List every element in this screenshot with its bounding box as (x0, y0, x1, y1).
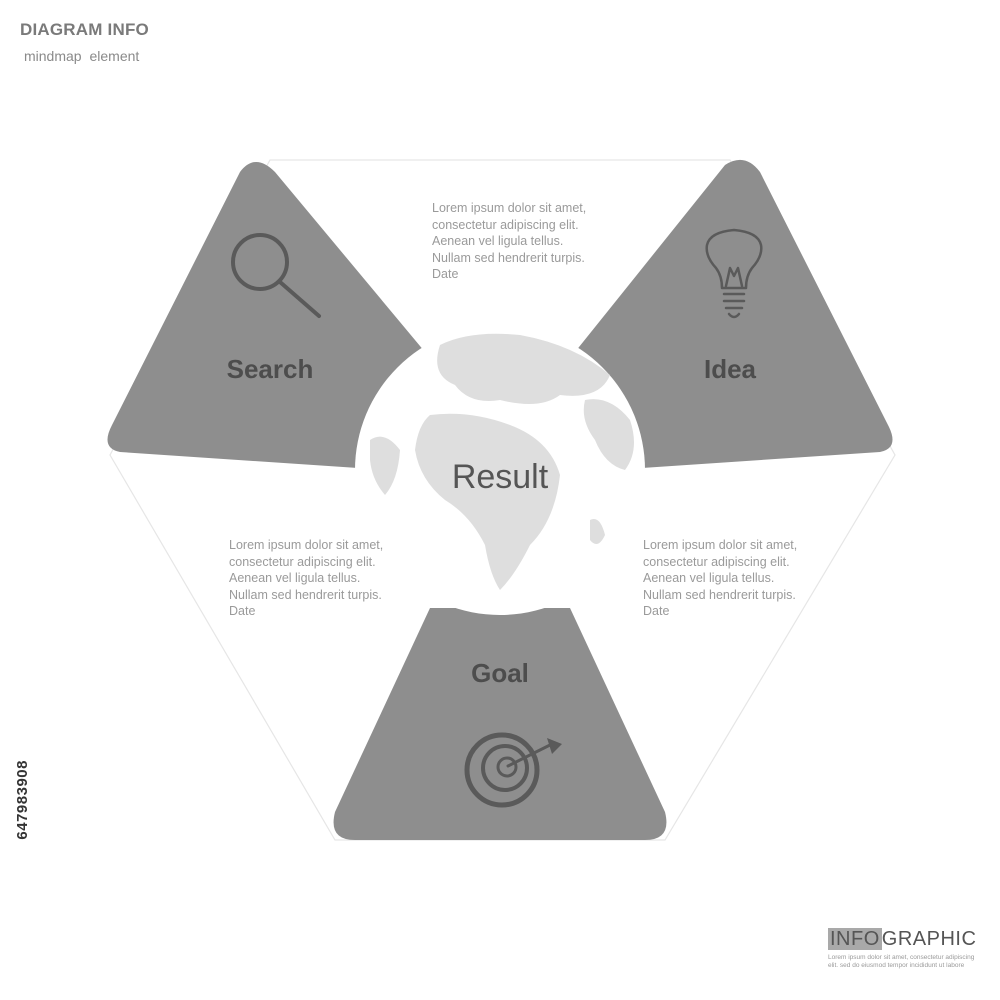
note-left-date: Date (229, 604, 256, 618)
center-label-result: Result (451, 458, 549, 496)
segment-label-goal: Goal (471, 658, 529, 688)
note-left: Lorem ipsum dolor sit amet, consectetur … (229, 537, 389, 620)
segment-idea (575, 159, 893, 468)
stock-id: 647983908 (14, 760, 31, 840)
diagram-subtitle: mindmap element (24, 48, 140, 64)
header: DIAGRAM INFO mindmap element (20, 20, 149, 64)
footer-brand-rest: GRAPHIC (881, 928, 977, 950)
target-arrow-icon (464, 732, 562, 808)
note-top-text: Lorem ipsum dolor sit amet, consectetur … (432, 201, 587, 265)
segment-search (107, 162, 425, 468)
lightbulb-icon (705, 228, 763, 319)
note-left-text: Lorem ipsum dolor sit amet, consectetur … (229, 538, 384, 602)
footer-small-text: Lorem ipsum dolor sit amet, consectetur … (828, 954, 975, 969)
footer-brand-highlight: INFO (828, 928, 882, 950)
segment-label-search: Search (226, 354, 314, 384)
diagram-title: DIAGRAM INFO (20, 20, 149, 39)
note-right: Lorem ipsum dolor sit amet, consectetur … (643, 537, 803, 620)
note-top-date: Date (432, 267, 459, 281)
search-icon (231, 233, 321, 318)
globe-continents (370, 333, 634, 590)
segment-label-idea: Idea (703, 354, 757, 384)
note-right-text: Lorem ipsum dolor sit amet, consectetur … (643, 538, 798, 602)
segment-goal (333, 608, 667, 840)
note-right-date: Date (643, 604, 670, 618)
outer-hexagon-outline (109, 159, 896, 841)
note-top: Lorem ipsum dolor sit amet, consectetur … (432, 200, 592, 283)
